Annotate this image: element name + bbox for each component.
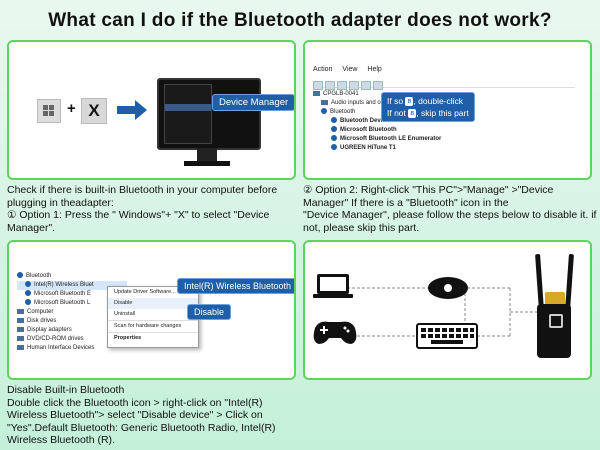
computer-icon	[313, 90, 320, 96]
monitor-base	[184, 161, 230, 166]
gamepad-icon	[313, 321, 357, 344]
tree-ms-le[interactable]: Microsoft Bluetooth LE Enumerator	[313, 135, 575, 144]
tree-bluetooth[interactable]: Bluetooth	[17, 272, 127, 281]
menu-update-driver[interactable]: Update Driver Software...	[114, 289, 176, 295]
caption-1-line-1: Check if there is built-in Bluetooth in …	[7, 184, 281, 209]
monitor-small-icon[interactable]	[373, 81, 383, 90]
help-icon[interactable]	[349, 81, 359, 90]
tree-root[interactable]: CPGLB-0041	[313, 90, 575, 99]
device-connections	[313, 274, 537, 349]
tree-ms2[interactable]: Microsoft Bluetooth L	[17, 299, 127, 308]
caption-1-line-2: ① Option 1: Press the " Windows"+ "X" to…	[7, 209, 273, 234]
audio-icon	[321, 99, 328, 105]
plus-sign: +	[67, 100, 76, 117]
bluetooth-icon: ʙ	[405, 97, 414, 107]
caption-disable: Disable Built-in Bluetooth Double click …	[7, 384, 299, 447]
device-manager-callout: Device Manager	[212, 94, 294, 111]
tree-ms-bt[interactable]: Microsoft Bluetooth	[313, 126, 575, 135]
bluetooth-icon: ʙ	[408, 109, 417, 119]
caption-option-2: ② Option 2: Right-click "This PC">"Manag…	[303, 184, 597, 234]
disable-callout: Disable	[187, 304, 232, 320]
scan-icon[interactable]	[361, 81, 371, 90]
panel-option-2: Action View Help CPGLB-0041 Audio inputs…	[303, 40, 592, 180]
panel-option-1: + X Device Manager	[7, 40, 296, 180]
tree-ms1[interactable]: Microsoft Bluetooth E	[17, 290, 127, 299]
menu-action[interactable]: Action	[313, 66, 333, 73]
dvd-icon	[17, 335, 24, 341]
bluetooth-icon	[331, 126, 337, 133]
bluetooth-icon	[331, 135, 337, 142]
tree-dvd[interactable]: DVD/CD-ROM drives	[17, 335, 127, 344]
bluetooth-icon	[25, 281, 31, 288]
adapter-logo-icon	[549, 314, 563, 328]
tree-audio[interactable]: Audio inputs and ou	[313, 99, 575, 108]
context-menu: Update Driver Software... Disable Uninst…	[107, 286, 199, 348]
menu-scan[interactable]: Scan for hardware changes	[108, 320, 198, 332]
bluetooth-icon	[25, 290, 31, 297]
bluetooth-icon	[331, 144, 337, 151]
bluetooth-icon	[17, 272, 23, 279]
menu-view[interactable]: View	[342, 66, 358, 73]
winx-menu	[164, 84, 212, 144]
bluetooth-adapter-icon	[537, 304, 571, 358]
display-icon	[17, 326, 24, 332]
computer-icon	[17, 308, 24, 314]
bluetooth-icon	[331, 117, 337, 124]
page-title: What can I do if the Bluetooth adapter d…	[48, 10, 552, 31]
monitor-stand	[197, 148, 217, 162]
menu-bar: Action View Help	[313, 66, 575, 77]
caption-2-line-2: "Device Manager", please follow the step…	[303, 209, 600, 234]
disk-icon	[17, 317, 24, 323]
toolbar	[313, 77, 575, 90]
tree-intel[interactable]: Intel(R) Wireless Bluet	[17, 281, 127, 290]
usb-plug	[545, 292, 565, 306]
menu-help[interactable]: Help	[367, 66, 382, 73]
windows-key-icon	[37, 99, 61, 123]
tree-hid[interactable]: Human Interface Devices	[17, 344, 127, 353]
arrow-right-icon	[117, 98, 149, 127]
x-key: X	[81, 98, 107, 124]
intel-bluetooth-callout: Intel(R) Wireless Bluetooth	[177, 278, 294, 294]
mouse-icon	[428, 277, 468, 299]
menu-uninstall[interactable]: Uninstall	[114, 311, 136, 317]
panel-devices	[303, 240, 592, 380]
laptop-icon	[313, 274, 353, 298]
menu-properties[interactable]: Properties	[108, 332, 198, 344]
tree-disk[interactable]: Disk drives	[17, 317, 127, 326]
hid-icon	[17, 344, 24, 350]
tree-ugreen[interactable]: UGREEN HiTune T1	[313, 144, 575, 153]
tree-computer[interactable]: Computer	[17, 308, 127, 317]
panel-disable: Bluetooth Intel(R) Wireless Bluet Micros…	[7, 240, 296, 380]
caption-3-text: Disable Built-in Bluetooth Double click …	[7, 384, 276, 446]
bluetooth-instruction-callout: If so ʙ, double-click If not ʙ, skip thi…	[381, 92, 475, 122]
menu-disable[interactable]: Disable	[108, 298, 198, 309]
bluetooth-icon	[321, 108, 327, 115]
back-icon[interactable]	[313, 81, 323, 90]
tree-bluetooth[interactable]: Bluetooth	[313, 108, 575, 117]
caption-option-1: Check if there is built-in Bluetooth in …	[7, 184, 299, 234]
caption-2-line-1: ② Option 2: Right-click "This PC">"Manag…	[303, 184, 557, 209]
tree-bt-device[interactable]: Bluetooth Device	[313, 117, 575, 126]
tree-display[interactable]: Display adapters	[17, 326, 127, 335]
forward-icon[interactable]	[325, 81, 335, 90]
bluetooth-icon	[25, 299, 31, 306]
properties-icon[interactable]	[337, 81, 347, 90]
keyboard-icon	[416, 323, 478, 349]
